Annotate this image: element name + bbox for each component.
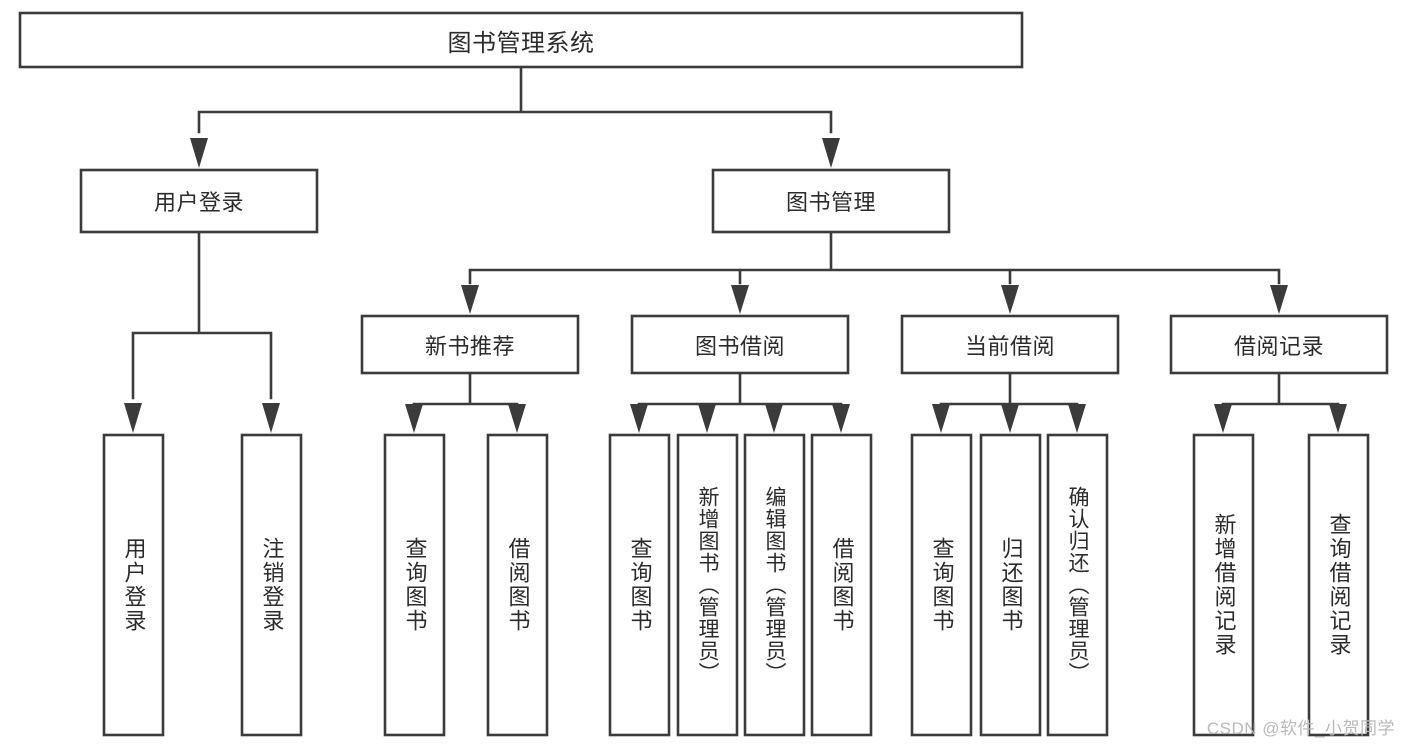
- node-leaf-confirm-return[interactable]: [1046, 433, 1109, 737]
- arrowhead-to-book-borrow: [731, 285, 749, 314]
- arrowhead-leaf-edit-book: [765, 404, 783, 433]
- connector-root-to-level2: [197, 65, 833, 134]
- node-leaf-borrow-book-a[interactable]: [486, 433, 549, 737]
- node-leaf-logout[interactable]: [240, 433, 303, 737]
- arrowhead-leaf-query-book-a: [405, 404, 423, 433]
- connector-userlogin-to-leaves: [131, 230, 273, 400]
- arrowhead-leaf-query-record: [1329, 404, 1347, 433]
- arrowhead-leaf-borrow-book-a: [508, 404, 526, 433]
- node-leaf-query-record[interactable]: [1307, 433, 1370, 737]
- arrowhead-leaf-add-book: [698, 404, 716, 433]
- connector-bookmanage-to-level3: [468, 230, 1281, 285]
- node-new-book-recommend[interactable]: [360, 314, 580, 375]
- arrowhead-leaf-confirm-return: [1068, 404, 1086, 433]
- connector-borrowrecord-to-leaves: [1221, 371, 1340, 412]
- arrowhead-leaf-user-login: [124, 403, 142, 433]
- arrowhead-leaf-return-book: [1001, 404, 1019, 433]
- arrowhead-leaf-logout: [262, 403, 280, 433]
- arrowhead-leaf-query-book-c: [932, 404, 950, 433]
- node-book-borrow[interactable]: [630, 314, 850, 375]
- arrowhead-to-new-book: [461, 285, 479, 314]
- node-leaf-add-record[interactable]: [1192, 433, 1255, 737]
- arrowhead-to-user-login: [190, 138, 208, 168]
- arrowhead-to-current-borrow: [1001, 285, 1019, 314]
- node-leaf-query-book-b[interactable]: [608, 433, 671, 737]
- node-root-system[interactable]: [18, 11, 1024, 69]
- arrowhead-to-borrow-record: [1270, 285, 1288, 314]
- node-user-login[interactable]: [79, 168, 319, 234]
- node-leaf-user-login[interactable]: [102, 433, 165, 737]
- arrowhead-leaf-borrow-book-b: [832, 404, 850, 433]
- node-leaf-edit-book[interactable]: [743, 433, 806, 737]
- node-book-manage[interactable]: [711, 168, 951, 234]
- node-leaf-return-book[interactable]: [979, 433, 1042, 737]
- node-current-borrow[interactable]: [900, 314, 1120, 375]
- connector-bookborrow-to-leaves: [637, 371, 843, 412]
- node-borrow-record[interactable]: [1169, 314, 1389, 375]
- node-leaf-query-book-a[interactable]: [383, 433, 446, 737]
- node-leaf-query-book-c[interactable]: [910, 433, 973, 737]
- node-leaf-borrow-book-b[interactable]: [810, 433, 873, 737]
- connector-newbook-to-leaves: [412, 371, 519, 412]
- node-leaf-add-book[interactable]: [676, 433, 739, 737]
- arrowhead-leaf-query-book-b: [630, 404, 648, 433]
- arrowhead-to-book-manage: [822, 138, 840, 168]
- arrowhead-leaf-add-record: [1214, 404, 1232, 433]
